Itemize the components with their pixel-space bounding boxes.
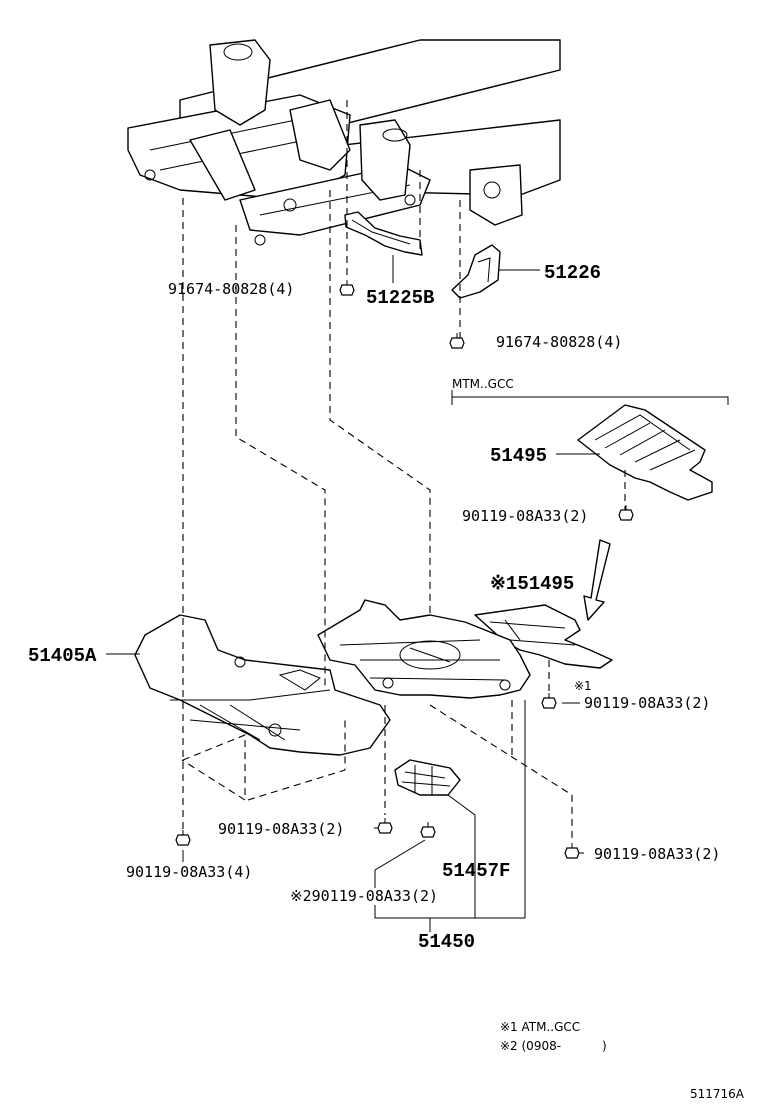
bolt-icon bbox=[377, 818, 393, 834]
note-2: ※2 (0908- bbox=[500, 1039, 561, 1053]
bolt-icon bbox=[339, 280, 355, 296]
label-bolt-91674-b: 91674-80828(4) bbox=[496, 333, 622, 351]
label-part-51495-note: ※151495 bbox=[490, 573, 574, 595]
label-bolt-90119-d: 90119-08A33(2) bbox=[584, 694, 710, 712]
shield-51450-main bbox=[317, 599, 531, 699]
label-part-51450: 51450 bbox=[418, 931, 475, 953]
bolt-icon bbox=[420, 822, 436, 838]
label-part-51457f: 51457F bbox=[442, 860, 510, 882]
label-bolt-91674-a: 91674-80828(4) bbox=[168, 280, 294, 298]
shield-51495-upper bbox=[577, 404, 713, 501]
note-2-close: ) bbox=[602, 1039, 607, 1053]
leader-lines bbox=[106, 255, 729, 932]
label-part-51226: 51226 bbox=[544, 262, 601, 284]
label-bolt-90119-h: ※290119-08A33(2) bbox=[290, 887, 438, 905]
label-variant-mtm: MTM..GCC bbox=[452, 377, 514, 391]
bolt-icons bbox=[175, 280, 634, 859]
bracket-51226 bbox=[451, 244, 501, 299]
note-1: ※1 ATM..GCC bbox=[500, 1020, 580, 1034]
frame-assembly bbox=[127, 39, 561, 246]
figure-id: 511716A bbox=[690, 1087, 745, 1101]
labels: 91674-80828(4) 51225B 51226 91674-80828(… bbox=[28, 262, 745, 1101]
direction-arrow bbox=[583, 539, 611, 621]
guide-lines bbox=[181, 100, 626, 840]
bolt-icon bbox=[541, 693, 557, 709]
shield-51405a bbox=[134, 614, 391, 756]
label-bolt-90119-f: 90119-08A33(2) bbox=[594, 845, 720, 863]
bolt-icon bbox=[449, 333, 465, 349]
label-part-51405a: 51405A bbox=[28, 645, 97, 667]
bolt-icon bbox=[175, 830, 191, 846]
cover-51457f bbox=[394, 759, 461, 796]
shield-51495-lower bbox=[474, 604, 613, 669]
label-bolt-90119-g: 90119-08A33(4) bbox=[126, 863, 252, 881]
label-bolt-90119-e: 90119-08A33(2) bbox=[218, 820, 344, 838]
label-part-51495: 51495 bbox=[490, 445, 547, 467]
label-note1-mark: ※1 bbox=[574, 679, 592, 693]
label-bolt-90119-c: 90119-08A33(2) bbox=[462, 507, 588, 525]
bolt-icon bbox=[618, 505, 634, 521]
bracket-51225b bbox=[344, 211, 423, 256]
bolt-icon bbox=[564, 843, 580, 859]
label-part-51225b: 51225B bbox=[366, 287, 434, 309]
